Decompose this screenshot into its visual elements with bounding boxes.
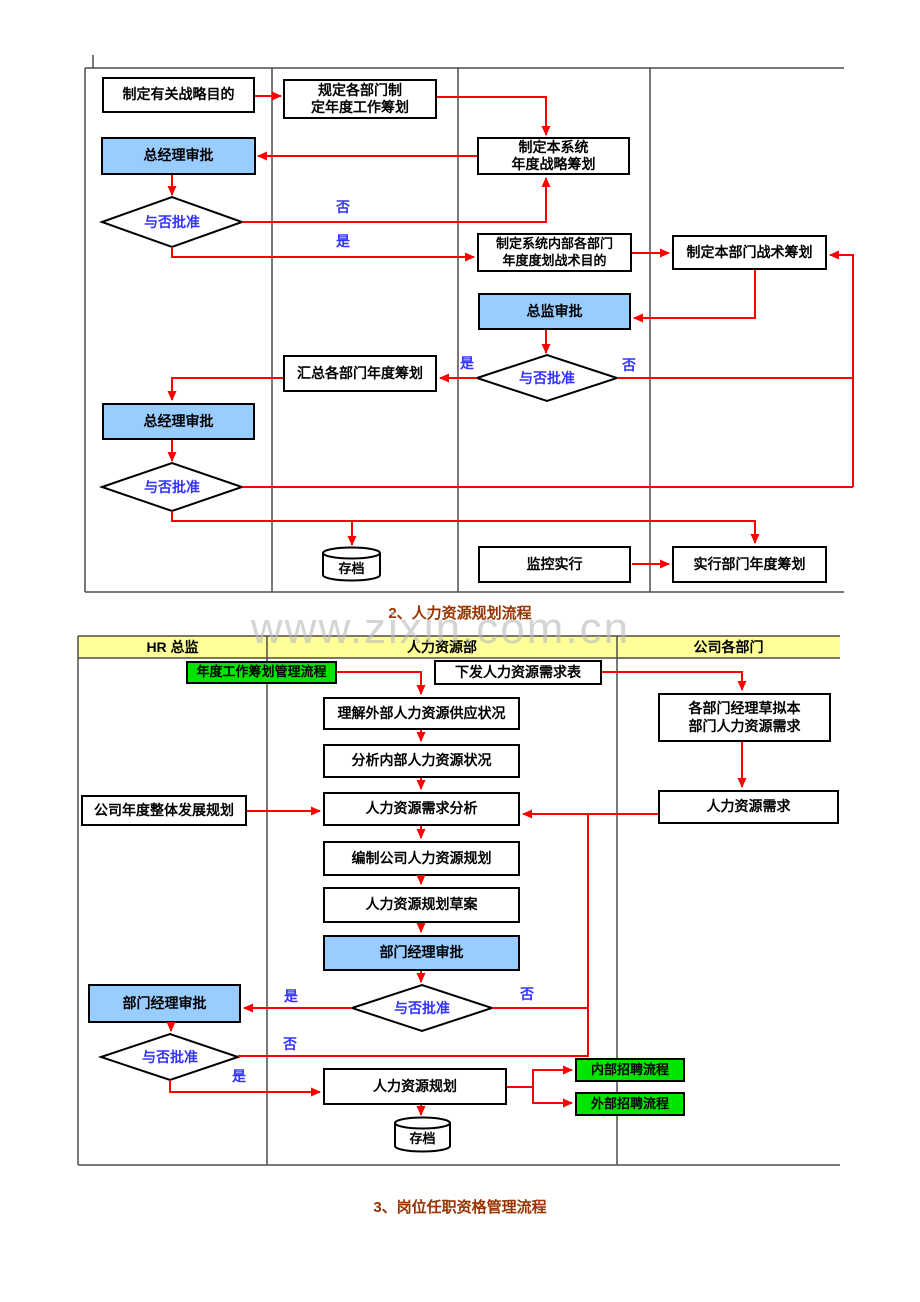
archive-cylinder-label: 存档 [338, 560, 365, 576]
decision-label: 与否批准 [142, 1049, 198, 1065]
node-hr-demand: 人力资源需求 [658, 790, 839, 824]
edge-label-yes: 是 [284, 988, 298, 1004]
lane-title-company-depts: 公司各部门 [693, 639, 764, 655]
node-external-recruit-process: 外部招聘流程 [575, 1092, 685, 1116]
node-set-strategic-goals: 制定有关战略目的 [102, 77, 255, 113]
section3-title: 3、岗位任职资格管理流程 [373, 1199, 547, 1216]
node-gm-approval-1: 总经理审批 [101, 137, 256, 175]
node-annual-plan-process: 年度工作筹划管理流程 [186, 661, 337, 684]
edge-label-yes: 是 [232, 1068, 246, 1084]
node-issue-hr-demand-form: 下发人力资源需求表 [434, 660, 602, 685]
edge-label-no: 否 [336, 199, 350, 215]
node-make-dept-tactical-goals: 制定系统内部各部门 年度度划战术目的 [477, 233, 632, 272]
lane-title-hr-dept: 人力资源部 [407, 639, 477, 655]
edge-label-yes: 是 [460, 355, 474, 371]
node-gm-approval-2: 总经理审批 [102, 403, 255, 440]
edge-label-yes: 是 [336, 233, 350, 249]
node-make-system-annual-strategy: 制定本系统 年度战略筹划 [477, 137, 630, 175]
decision-label: 与否批准 [144, 214, 200, 230]
edge-label-no: 否 [622, 357, 636, 373]
node-hr-demand-analysis: 人力资源需求分析 [323, 792, 520, 826]
node-dept-manager-approval-2: 部门经理审批 [88, 984, 241, 1023]
node-hr-plan-draft: 人力资源规划草案 [323, 887, 520, 923]
node-internal-recruit-process: 内部招聘流程 [575, 1058, 685, 1082]
edge-label-no: 否 [283, 1036, 297, 1052]
node-monitor-execution: 监控实行 [478, 546, 631, 583]
node-hr-plan: 人力资源规划 [323, 1068, 507, 1105]
node-draft-dept-hr-demand: 各部门经理草拟本 部门人力资源需求 [658, 693, 831, 742]
edge-label-no: 否 [520, 986, 534, 1002]
decision-label: 与否批准 [394, 1000, 450, 1016]
node-summarize-dept-plans: 汇总各部门年度筹划 [283, 355, 437, 392]
node-company-dev-plan: 公司年度整体发展规划 [81, 795, 247, 826]
node-require-dept-annual-plans: 规定各部门制 定年度工作筹划 [283, 79, 437, 119]
decision-label: 与否批准 [519, 370, 575, 386]
section2-title: 2、人力资源规划流程 [388, 605, 532, 622]
node-director-approval: 总监审批 [478, 293, 631, 330]
lane-title-hr-director: HR 总监 [146, 639, 199, 655]
node-make-dept-tactical-plan: 制定本部门战术筹划 [672, 235, 827, 270]
archive-cylinder-label: 存档 [409, 1130, 436, 1146]
node-understand-external-supply: 理解外部人力资源供应状况 [323, 697, 520, 730]
chart1-frame [84, 55, 844, 593]
node-compile-hr-plan: 编制公司人力资源规划 [323, 841, 520, 876]
node-analyze-internal-hr: 分析内部人力资源状况 [323, 744, 520, 778]
node-execute-dept-plan: 实行部门年度筹划 [672, 546, 827, 583]
node-dept-manager-approval-1: 部门经理审批 [323, 935, 520, 971]
decision-label: 与否批准 [144, 479, 200, 495]
